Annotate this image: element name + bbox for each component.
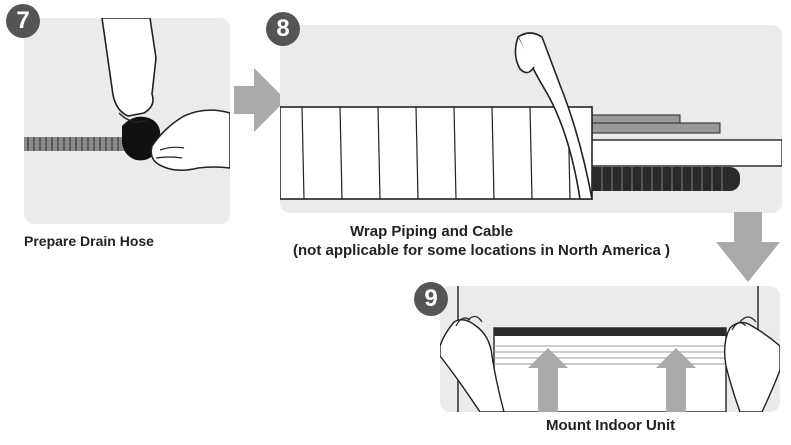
step-7-badge: 7 bbox=[6, 4, 40, 38]
step-8-caption-line2: (not applicable for some locations in No… bbox=[293, 242, 670, 259]
step-8-badge: 8 bbox=[266, 12, 300, 46]
step-9-badge: 9 bbox=[414, 282, 448, 316]
step-7-caption: Prepare Drain Hose bbox=[24, 233, 154, 249]
down-arrow-icon bbox=[716, 212, 780, 282]
step-8-caption-line1: Wrap Piping and Cable bbox=[350, 223, 514, 240]
right-arrow-icon bbox=[234, 68, 286, 132]
indoor-unit-illustration bbox=[440, 286, 780, 412]
step-7-panel bbox=[24, 18, 230, 224]
step-8-panel bbox=[280, 25, 782, 213]
wrapped-piping-illustration bbox=[280, 32, 782, 200]
step-9-panel bbox=[440, 286, 780, 412]
step-9-caption: Mount Indoor Unit bbox=[546, 417, 676, 434]
drain-hose-illustration bbox=[24, 18, 230, 172]
